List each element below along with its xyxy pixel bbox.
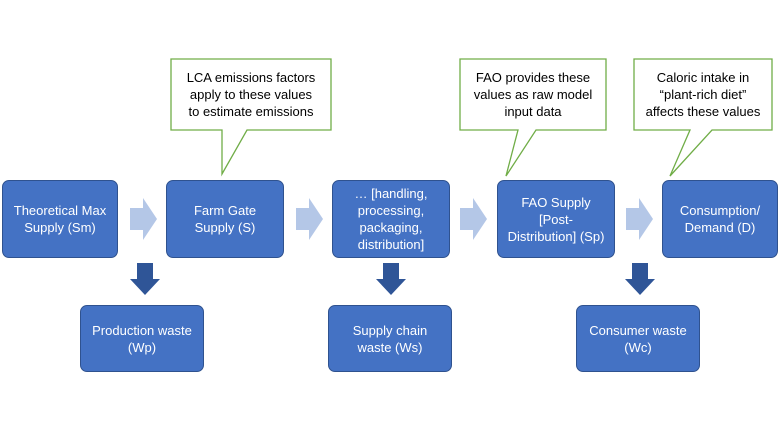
stage-label: FAO Supply [Post- Distribution] (Sp)	[507, 194, 605, 244]
stage-label: Theoretical Max Supply (Sm)	[13, 203, 107, 235]
stage-theoretical-max-supply: Theoretical Max Supply (Sm)	[2, 180, 118, 258]
waste-label: Production waste (Wp)	[92, 322, 192, 355]
flow-arrow-1	[130, 198, 157, 240]
stage-label: Farm Gate Supply (S)	[193, 203, 257, 235]
stage-label: Consumption/ Demand (D)	[679, 203, 761, 235]
callout-bubble-fao	[459, 58, 607, 177]
callout-caloric: Caloric intake in “plant-rich diet” affe…	[645, 70, 761, 119]
waste-supply-chain: Supply chain waste (Ws)	[328, 305, 452, 372]
callout-bubble-caloric	[633, 58, 773, 177]
stage-handling-processing: … [handling, processing, packaging, dist…	[332, 180, 450, 258]
callout-bubble-lca	[170, 58, 332, 177]
waste-consumer: Consumer waste (Wc)	[576, 305, 700, 372]
waste-arrow-2	[376, 263, 406, 295]
flow-arrow-2	[296, 198, 323, 240]
callout-fao: FAO provides these values as raw model i…	[473, 70, 593, 119]
flow-arrow-4	[626, 198, 653, 240]
waste-label: Supply chain waste (Ws)	[352, 322, 428, 355]
waste-production: Production waste (Wp)	[80, 305, 204, 372]
stage-farm-gate-supply: Farm Gate Supply (S)	[166, 180, 284, 258]
waste-arrow-3	[625, 263, 655, 295]
flow-arrow-3	[460, 198, 487, 240]
stage-consumption-demand: Consumption/ Demand (D)	[662, 180, 778, 258]
waste-label: Consumer waste (Wc)	[589, 322, 687, 355]
stage-fao-supply: FAO Supply [Post- Distribution] (Sp)	[497, 180, 615, 258]
callout-lca: LCA emissions factors apply to these val…	[186, 70, 316, 119]
stage-label: … [handling, processing, packaging, dist…	[354, 186, 428, 252]
waste-arrow-1	[130, 263, 160, 295]
